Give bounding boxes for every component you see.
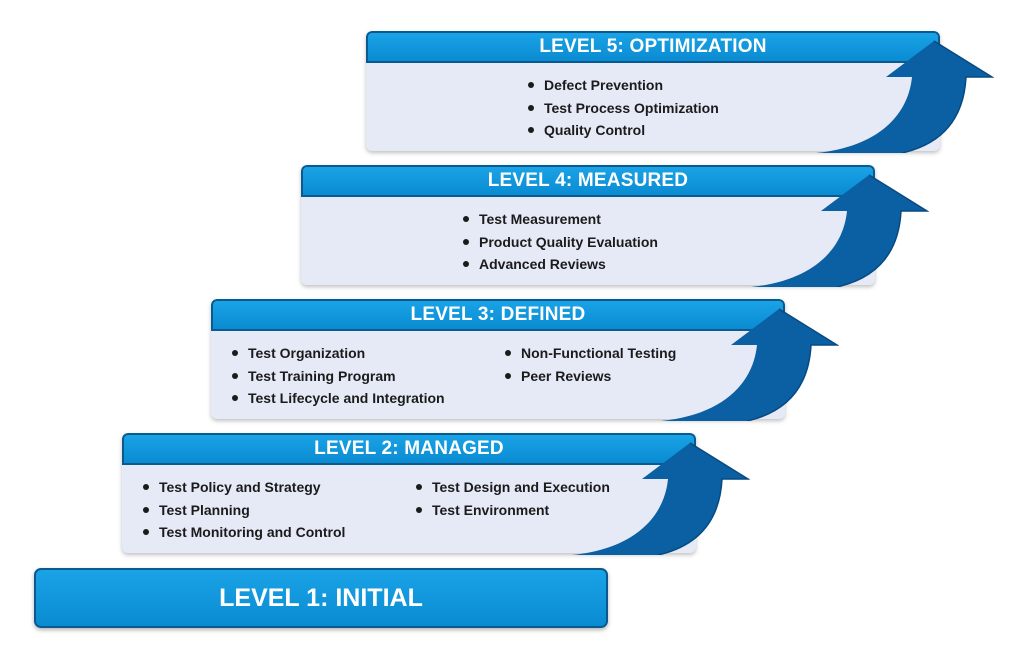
level-3-items-right: Non-Functional Testing Peer Reviews (503, 342, 676, 387)
level-4: LEVEL 4: MEASURED Test Measurement Produ… (301, 165, 929, 287)
level-4-title: LEVEL 4: MEASURED (301, 165, 875, 197)
curved-up-arrow-icon (751, 174, 929, 287)
list-item: Test Organization (230, 342, 445, 365)
level-2-items-right: Test Design and Execution Test Environme… (414, 476, 610, 521)
level-5: LEVEL 5: OPTIMIZATION Defect Prevention … (366, 31, 994, 153)
list-item: Product Quality Evaluation (461, 231, 658, 254)
level-5-items: Defect Prevention Test Process Optimizat… (526, 74, 719, 142)
list-item: Quality Control (526, 119, 719, 142)
list-item: Test Lifecycle and Integration (230, 387, 445, 410)
list-item: Test Environment (414, 499, 610, 522)
level-2-box: LEVEL 2: MANAGED Test Policy and Strateg… (122, 433, 696, 553)
list-item: Advanced Reviews (461, 253, 658, 276)
list-item: Test Policy and Strategy (141, 476, 345, 499)
level-4-box: LEVEL 4: MEASURED Test Measurement Produ… (301, 165, 875, 285)
list-item: Test Measurement (461, 208, 658, 231)
list-item: Test Planning (141, 499, 345, 522)
level-5-title: LEVEL 5: OPTIMIZATION (366, 31, 940, 63)
level-2-title: LEVEL 2: MANAGED (122, 433, 696, 465)
level-2-items-left: Test Policy and Strategy Test Planning T… (141, 476, 345, 544)
level-4-items: Test Measurement Product Quality Evaluat… (461, 208, 658, 276)
curved-up-arrow-icon (816, 40, 994, 153)
level-3-box: LEVEL 3: DEFINED Test Organization Test … (211, 299, 785, 419)
level-3-items-left: Test Organization Test Training Program … (230, 342, 445, 410)
level-1-title: LEVEL 1: INITIAL (34, 568, 608, 628)
level-3: LEVEL 3: DEFINED Test Organization Test … (211, 299, 839, 421)
list-item: Defect Prevention (526, 74, 719, 97)
list-item: Test Design and Execution (414, 476, 610, 499)
level-2: LEVEL 2: MANAGED Test Policy and Strateg… (122, 433, 750, 555)
curved-up-arrow-icon (572, 442, 750, 555)
curved-up-arrow-icon (661, 308, 839, 421)
level-5-box: LEVEL 5: OPTIMIZATION Defect Prevention … (366, 31, 940, 151)
list-item: Peer Reviews (503, 365, 676, 388)
level-3-title: LEVEL 3: DEFINED (211, 299, 785, 331)
list-item: Test Process Optimization (526, 97, 719, 120)
list-item: Test Training Program (230, 365, 445, 388)
list-item: Non-Functional Testing (503, 342, 676, 365)
list-item: Test Monitoring and Control (141, 521, 345, 544)
